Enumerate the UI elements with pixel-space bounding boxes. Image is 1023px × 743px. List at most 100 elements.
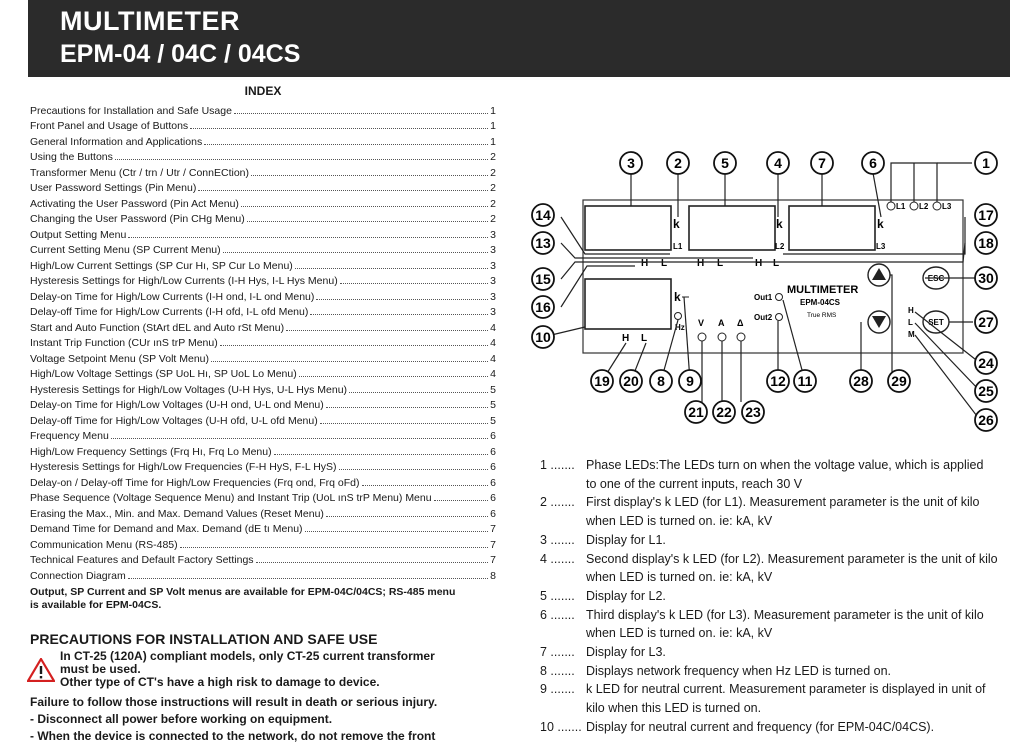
callout-21 [684,400,708,424]
index-item[interactable]: Delay-on Time for High/Low Voltages (U-H… [30,396,496,411]
delta-led [736,332,746,342]
callout-5 [713,151,737,175]
callout-number: 7 [818,155,826,171]
index-item[interactable]: Precautions for Installation and Safe Us… [30,101,496,117]
callout-8 [649,369,673,393]
callout-4 [766,151,790,175]
index-item[interactable]: Changing the User Password (Pin CHg Menu… [30,210,496,225]
h-led-l1: H [641,258,648,269]
index-item[interactable]: Hysteresis Settings for High/Low Voltage… [30,380,496,396]
index-item-page: 2 [490,213,496,225]
callout-28 [849,369,873,393]
k-led-l2: k [776,217,783,231]
index-item-leader [298,376,489,377]
index-item[interactable]: Hysteresis Settings for High/Low Frequen… [30,458,496,473]
index-item[interactable]: Communication Menu (RS-485)7 [30,535,496,551]
index-item-page: 6 [490,507,496,520]
index-item-leader [128,236,489,238]
legend-text: Display for L3. [586,645,666,660]
callout-27 [974,310,998,334]
index-item-leader [361,484,489,486]
index-item-page: 3 [490,228,496,241]
index-item[interactable]: Technical Features and Default Factory S… [30,551,496,566]
index-item[interactable]: Transformer Menu (Ctr / trn / Utr / Conn… [30,163,496,179]
index-item-label: Frequency Menu [30,430,109,442]
h-led-l3: H [755,258,762,269]
index-item[interactable]: High/Low Current Settings (SP Cur Hı, SP… [30,256,496,272]
legend-text: First display's k LED (for L1). Measurem… [586,495,980,510]
index-item[interactable]: Demand Time for Demand and Max. Demand (… [30,520,496,535]
index-item[interactable]: Delay-on Time for High/Low Currents (I-H… [30,287,496,303]
index-item[interactable]: Instant Trip Function (CUr ınS trP Menu)… [30,334,496,349]
index-item[interactable]: User Password Settings (Pin Menu)2 [30,179,496,194]
legend-number: 7 ....... [540,645,575,660]
callout-25 [974,379,998,403]
legend-number: 6 ....... [540,607,575,622]
out2-label: Out2 [754,313,773,322]
index-item[interactable]: Start and Auto Function (StArt dEL and A… [30,318,496,334]
callout-number: 23 [745,404,761,420]
index-item-leader [246,221,489,222]
index-item[interactable]: Erasing the Max., Min. and Max. Demand V… [30,504,496,520]
index-item-label: Transformer Menu (Ctr / trn / Utr / Conn… [30,166,249,179]
callout-number: 26 [978,412,994,428]
callout-22 [712,400,736,424]
index-item-page: 4 [490,368,496,380]
index-item[interactable]: Current Setting Menu (SP Current Menu)3 [30,241,496,256]
index-item[interactable]: Activating the User Password (Pin Act Me… [30,194,496,210]
legend-number: 9 ....... [540,682,575,697]
callout-26 [974,408,998,432]
phase-led-label: L3 [942,202,952,211]
index-item-label: General Information and Applications [30,135,203,148]
index-item[interactable]: Delay-off Time for High/Low Voltages (U-… [30,411,496,427]
index-item-label: Hysteresis Settings for High/Low Voltage… [30,383,348,396]
callout-number: 2 [674,155,682,171]
index-item-leader [251,174,489,176]
legend-text: Display for L1. [586,532,666,547]
index-item-page: 1 [490,104,496,117]
display-l3 [788,205,876,251]
index-item-page: 8 [490,569,496,582]
index-item[interactable]: High/Low Voltage Settings (SP UoL Hı, SP… [30,365,496,380]
warning-line: In CT-25 (120A) compliant models, only C… [60,649,435,663]
callout-30 [974,266,998,290]
index-list: Precautions for Installation and Safe Us… [30,101,496,582]
legend-item: 3 .......Display for L1. [540,531,1020,550]
index-item-page: 3 [490,306,496,318]
index-item[interactable]: Phase Sequence (Voltage Sequence Menu) a… [30,489,496,504]
legend-text: Display for L2. [586,588,666,603]
index-item[interactable]: Delay-on / Delay-off Time for High/Low F… [30,473,496,489]
index-item-leader [211,360,489,362]
callout-23 [741,400,765,424]
legend-text-continued: when LED is turned on. ie: kA, kV [586,626,773,641]
index-item-leader [286,329,489,331]
callout-number: 4 [774,155,782,171]
callout-number: 21 [688,404,704,420]
index-item-label: Hysteresis Settings for High/Low Current… [30,275,338,287]
index-item-label: High/Low Frequency Settings (Frq Hı, Frq… [30,445,272,458]
legend-number: 5 ....... [540,588,575,603]
precautions-title: PRECAUTIONS FOR INSTALLATION AND SAFE US… [30,631,378,647]
callout-24 [974,351,998,375]
index-item[interactable]: Voltage Setpoint Menu (SP Volt Menu)4 [30,349,496,365]
callout-number: 29 [891,373,907,389]
index-item-page: 5 [490,414,496,427]
index-item-label: Front Panel and Usage of Buttons [30,120,189,132]
callout-number: 27 [978,314,994,330]
index-item-leader [325,515,489,517]
index-item[interactable]: High/Low Frequency Settings (Frq Hı, Frq… [30,442,496,458]
legend-item: 7 ....... Display for L3. [540,643,1020,662]
callout-3 [619,151,643,175]
index-item[interactable]: Delay-off Time for High/Low Currents (I-… [30,303,496,318]
v-label: V [698,318,704,328]
index-item[interactable]: Hysteresis Settings for High/Low Current… [30,272,496,287]
index-item-page: 7 [490,523,496,535]
callout-number: 3 [627,155,635,171]
